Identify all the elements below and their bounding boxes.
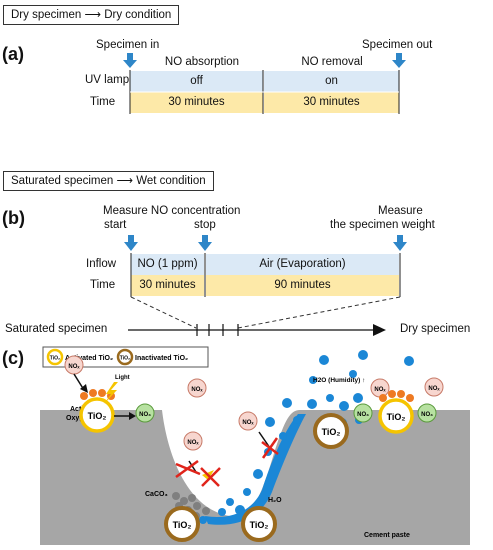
uv-on-cell: on — [264, 71, 399, 92]
specimen-out-label: Specimen out — [362, 39, 433, 51]
panel-a-lines — [123, 53, 406, 114]
timeline-right-label: Dry specimen — [400, 323, 471, 335]
nox-molecule — [183, 431, 203, 451]
time-label-b: Time — [90, 279, 116, 291]
tio2-label: TiO₂ — [173, 520, 192, 530]
nox-label: NOₓ — [242, 420, 254, 426]
active-tio2-particle — [378, 398, 414, 434]
light-label: Light — [115, 375, 130, 381]
time-a2-cell: 30 minutes — [264, 92, 399, 113]
legend-inactive-text: Inactivated TiO₂ — [135, 355, 188, 362]
inflow-air-cell: Air (Evaporation) — [206, 254, 399, 275]
inactive-tio2-particle — [241, 506, 277, 542]
down-arrow-icon — [198, 235, 212, 251]
down-arrow-icon — [123, 53, 137, 68]
cement-paste-label: Cement paste — [364, 532, 410, 539]
panel-c-label: (c) — [2, 348, 24, 368]
legend-active-text: Activated TiO₂ — [65, 355, 113, 362]
tio2-label: TiO₂ — [387, 412, 406, 422]
caco3-label: CaCO₃ — [145, 491, 168, 498]
legend-icon-text: TiO₂ — [50, 356, 60, 362]
no3-molecule — [135, 403, 155, 423]
panel-b-header-target: Wet condition — [136, 175, 206, 187]
no3-label: NO₃ — [357, 412, 369, 418]
legend-icon-text: TiO₂ — [120, 356, 130, 362]
no3-label: NO₃ — [139, 412, 151, 418]
active-oxygen-label-2: Oxygen — [66, 415, 92, 422]
panel-a-label: (a) — [2, 44, 24, 64]
inactive-tio2-legend-icon — [116, 348, 134, 366]
time-b2-cell: 90 minutes — [206, 275, 399, 296]
timeline-left-label: Saturated specimen — [5, 323, 108, 335]
panel-b-header-text: Saturated specimen — [11, 175, 114, 187]
inflow-no-cell: NO (1 ppm) — [131, 254, 204, 275]
arrow-right-icon: ⟶ — [116, 175, 137, 187]
panel-a-header-target: Dry condition — [104, 9, 172, 21]
tio2-label: TiO₂ — [250, 520, 269, 530]
inactive-tio2-particle — [313, 413, 349, 449]
lightning-icon — [104, 382, 118, 404]
h2o-label: H₂O — [268, 497, 282, 504]
time-b1-cell: 30 minutes — [131, 275, 204, 296]
tio2-label: TiO₂ — [322, 427, 341, 437]
oxygen-particles — [379, 390, 414, 402]
panel-b-label: (b) — [2, 208, 25, 228]
water-droplets — [199, 350, 414, 524]
down-arrow-icon — [393, 235, 407, 251]
arrow-right-icon: ⟶ — [84, 9, 105, 21]
panel-b-lines — [124, 235, 407, 336]
panel-a-header-text: Dry specimen — [11, 9, 82, 21]
time-label-a: Time — [90, 96, 116, 108]
active-tio2-legend-icon — [46, 348, 64, 366]
specimen-in-label: Specimen in — [96, 39, 160, 51]
start-label: start — [104, 219, 127, 231]
measure-no-label: Measure NO concentration — [103, 205, 241, 217]
nox-label: NOₓ — [428, 386, 440, 392]
no-absorption-label: NO absorption — [164, 56, 240, 68]
inflow-label: Inflow — [86, 258, 117, 270]
no3-molecule — [417, 403, 437, 423]
active-tio2-particle — [79, 397, 115, 433]
panel-b-header-box: Saturated specimen ⟶ Wet condition — [3, 171, 214, 191]
nox-molecule — [238, 411, 258, 431]
down-arrow-icon — [392, 53, 406, 68]
tio2-label: TiO₂ — [88, 411, 107, 421]
nox-molecule — [187, 378, 207, 398]
nox-label: NOₓ — [187, 440, 199, 446]
h2o-humidity-label: H2O (Humidity) ↑ — [313, 377, 365, 384]
cement-paste — [40, 410, 470, 545]
measure-label: Measure — [378, 205, 423, 217]
measure-weight-label: the specimen weight — [330, 219, 435, 231]
oxygen-particles — [80, 389, 115, 400]
inactive-tio2-particle — [164, 506, 200, 542]
no-removal-label: NO removal — [301, 56, 363, 68]
down-arrow-icon — [124, 235, 138, 251]
panel-a-header-box: Dry specimen ⟶ Dry condition — [3, 5, 180, 25]
no3-label: NO₃ — [421, 412, 433, 418]
nox-label: NOₓ — [374, 387, 386, 393]
uv-off-cell: off — [130, 71, 263, 92]
panel-c-illustration: TiO₂ Activated TiO₂ TiO₂ Inactivated TiO… — [40, 346, 470, 545]
water-film — [205, 414, 306, 525]
nox-molecule — [424, 377, 444, 397]
stop-label: stop — [194, 219, 216, 231]
nox-label: NOₓ — [68, 364, 80, 370]
nox-label: NOₓ — [191, 387, 203, 393]
uv-lamp-label: UV lamp — [85, 74, 130, 86]
time-a1-cell: 30 minutes — [130, 92, 263, 113]
no3-molecule — [353, 403, 373, 423]
